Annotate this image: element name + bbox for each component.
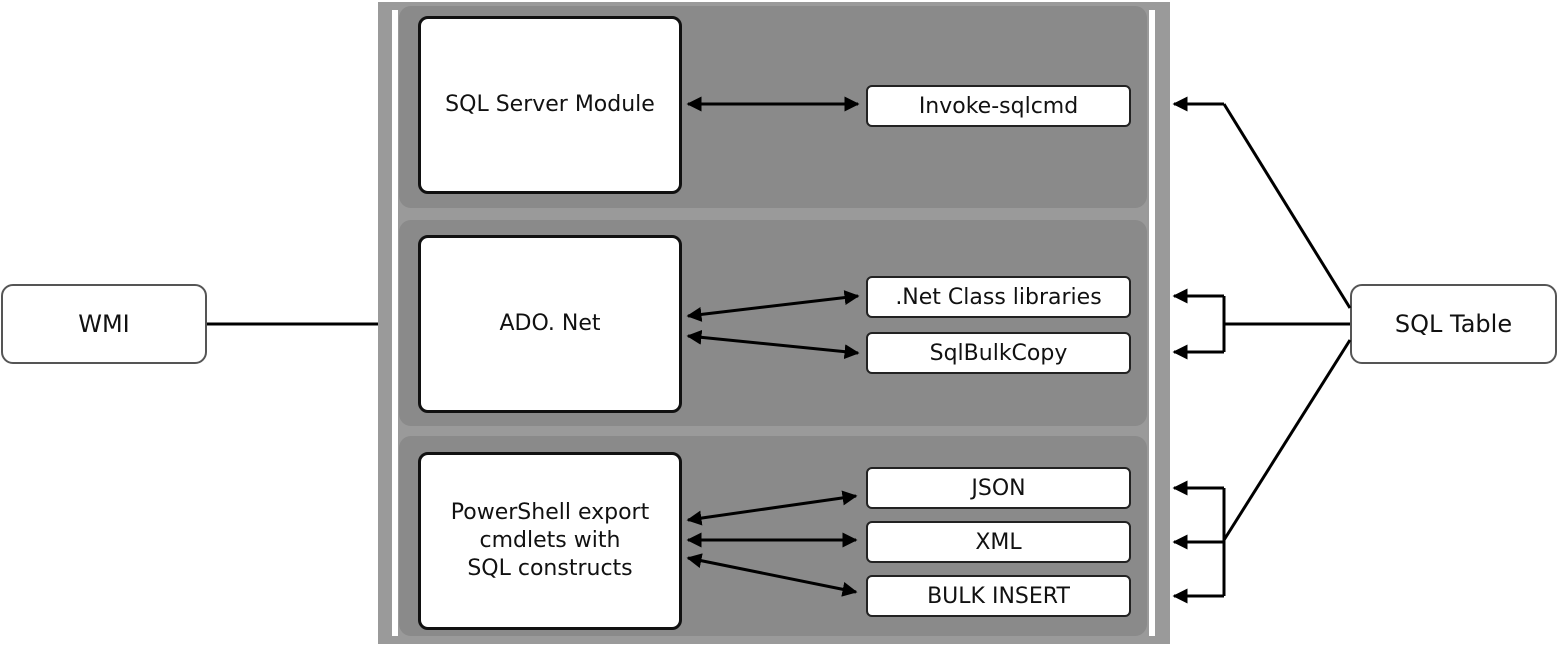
sql-table-node: SQL Table <box>1350 284 1557 364</box>
ado-net-box: ADO. Net <box>418 235 682 413</box>
json-box: JSON <box>866 467 1131 509</box>
powershell-export-box: PowerShell export cmdlets with SQL const… <box>418 452 682 630</box>
arrow-ado-sqlbulkcopy <box>686 329 860 360</box>
line-table-to-top <box>1222 103 1352 309</box>
arrow-ps-json <box>686 490 858 526</box>
right-rail <box>1149 10 1155 636</box>
arrow-ado-netclass <box>686 290 860 322</box>
sql-server-module-box: SQL Server Module <box>418 16 682 194</box>
xml-box: XML <box>866 521 1131 563</box>
arrow-ps-bulkinsert <box>686 553 858 597</box>
bulk-insert-box: BULK INSERT <box>866 575 1131 617</box>
sqlbulkcopy-box: SqlBulkCopy <box>866 332 1131 374</box>
line-table-to-bottom <box>1222 339 1352 541</box>
wmi-node: WMI <box>1 284 207 364</box>
left-rail <box>392 10 398 636</box>
net-class-libraries-box: .Net Class libraries <box>866 276 1131 318</box>
invoke-sqlcmd-box: Invoke-sqlcmd <box>866 85 1131 127</box>
